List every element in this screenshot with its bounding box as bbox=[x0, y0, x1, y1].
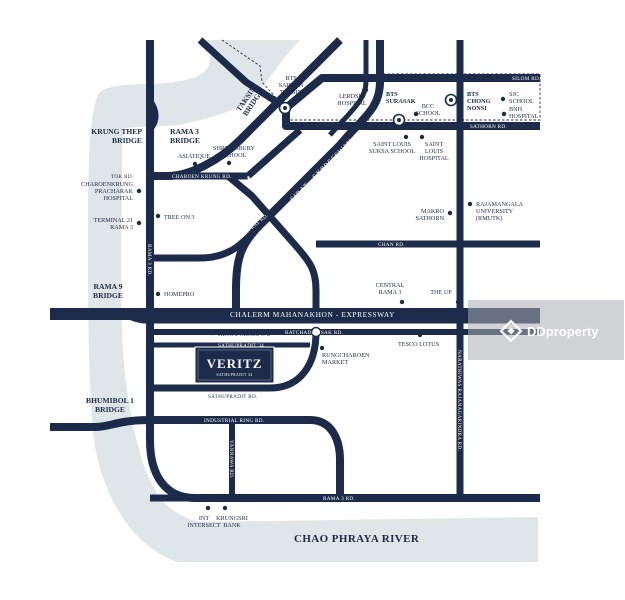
road-label-rama3-left: RAMA 3 RD. bbox=[146, 244, 152, 276]
label-tree-on-3: TREE ON 3 bbox=[164, 214, 195, 221]
watermark-text: DDproperty bbox=[527, 324, 599, 339]
road-charoen-rat bbox=[150, 223, 261, 262]
bts-surasak-icon bbox=[392, 113, 406, 127]
label-tesco: TESCO LOTUS bbox=[398, 341, 440, 348]
road-label-chan: CHAN RD. bbox=[378, 242, 405, 248]
project-box: VERITZ SATHUPRADIT 34 bbox=[194, 346, 275, 384]
label-homepro: HOMEPRO bbox=[164, 291, 195, 298]
road-silom bbox=[283, 74, 540, 112]
bts-chong-nonsi-icon bbox=[444, 93, 458, 107]
expressway-band bbox=[50, 308, 540, 320]
road-sirat-inner bbox=[328, 40, 369, 137]
road-label-tok: TOK RD. bbox=[111, 174, 133, 180]
road-label-charoen-krung: CHAROEN KRUNG RD. bbox=[172, 174, 232, 180]
road-label-sathupradit: SATHUPRADIT RD. bbox=[208, 394, 258, 400]
road-sathupradit bbox=[150, 331, 320, 392]
bts-stations bbox=[278, 93, 458, 127]
river-label: CHAO PHRAYA RIVER bbox=[294, 533, 420, 545]
ddproperty-watermark: DDproperty bbox=[468, 300, 624, 360]
road-label-narathiwat: NARATHIWAS RAJANAGARINDRA RD. bbox=[456, 350, 462, 451]
road-sirat-expressway bbox=[232, 40, 384, 313]
road-label-ratchadapisak: RATCHADAPISAK RD. bbox=[285, 330, 343, 336]
road-chan-diag bbox=[225, 173, 320, 313]
road-taksin bbox=[197, 37, 288, 111]
poi-dots bbox=[136, 87, 507, 511]
project-address: SATHUPRADIT 34 bbox=[216, 373, 252, 377]
road-left-curve bbox=[147, 98, 159, 132]
road-label-sathupradit34: SATHUPRADIT 34 bbox=[218, 343, 264, 349]
ddproperty-logo-icon bbox=[499, 319, 523, 343]
road-label-industrial-ring: INDUSTRIAL RING RD. bbox=[204, 418, 264, 424]
bts-saphan-taksin-icon bbox=[278, 101, 292, 115]
expressway-label: CHALERM MAHANAKHON - EXPRESSWAY bbox=[230, 310, 395, 319]
label-kings-cross: KING'S CROSS C-8 bbox=[218, 331, 270, 338]
label-the-up: THE UP bbox=[430, 289, 452, 296]
road-label-silom: SILOM RD. bbox=[512, 76, 541, 82]
label-asiatique: ASIATIQUE bbox=[178, 153, 211, 160]
road-charoen-krung-diag bbox=[245, 127, 303, 179]
road-label-yannawa: YANNAWA RD. bbox=[228, 440, 234, 479]
road-label-rama3-bottom: RAMA 3 RD. bbox=[323, 496, 355, 502]
road-label-sathorn: SATHORN RD. bbox=[470, 124, 507, 130]
project-marker bbox=[310, 326, 322, 338]
sirat-label: SIRAT - EXPRESSWAY bbox=[288, 137, 355, 204]
project-name: VERITZ bbox=[207, 356, 263, 371]
chao-phraya-river bbox=[88, 40, 538, 562]
